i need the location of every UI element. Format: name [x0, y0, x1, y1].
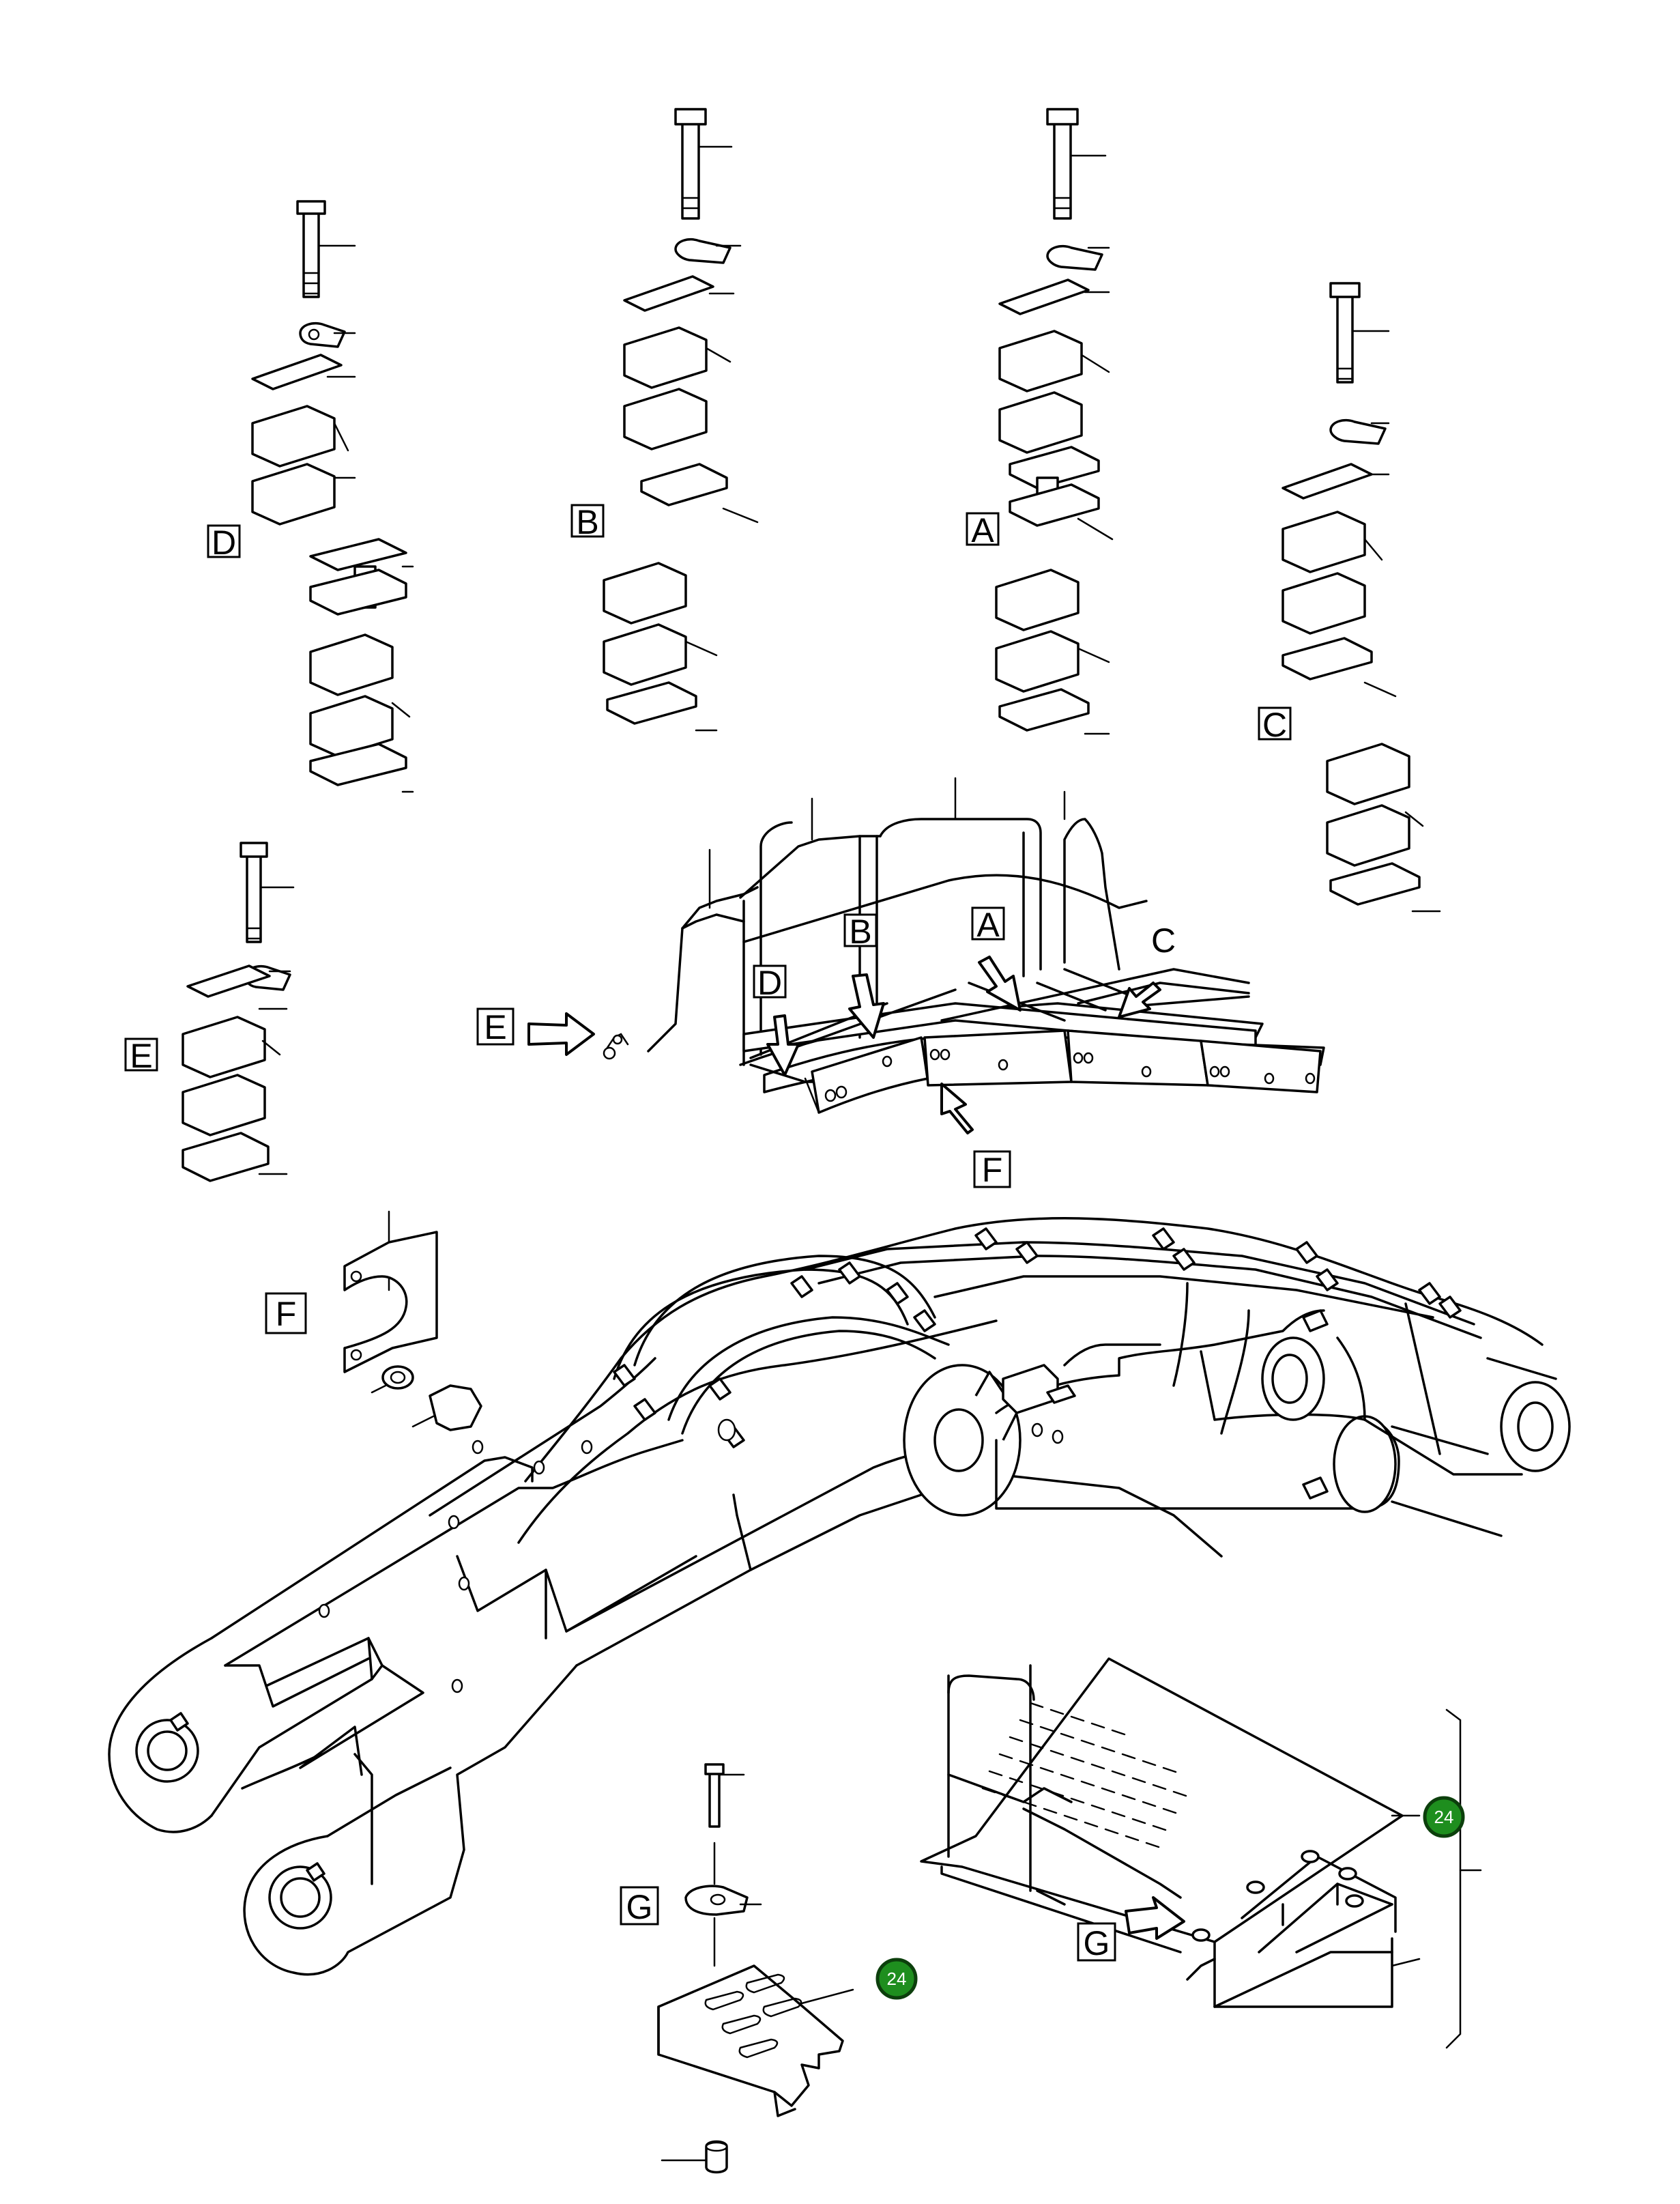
arrow-b-icon: [848, 973, 885, 1039]
reference-badge-left-label: 24: [887, 1969, 907, 1989]
callout-b-lower: B: [849, 913, 871, 951]
callout-c-lower: C: [1151, 921, 1176, 960]
reference-badge-left: [875, 1958, 918, 2000]
callout-e-lower: E: [484, 1008, 506, 1046]
walkway-platform: G 24: [920, 1657, 1482, 2049]
clamp-assembly-d: D: [207, 200, 414, 793]
arrow-c-icon: [1118, 982, 1161, 1018]
callout-g-right: G: [1084, 1924, 1110, 1962]
callout-d-upper: D: [212, 524, 236, 562]
callout-d-lower: D: [757, 964, 782, 1002]
callout-b-upper: B: [576, 503, 598, 541]
callout-a-lower: A: [976, 906, 1000, 944]
excavator-boom: [108, 1217, 1571, 1976]
arrow-d-icon: [766, 1014, 800, 1076]
arrow-f-icon: [940, 1083, 974, 1134]
reference-badge-right-label: 24: [1434, 1807, 1454, 1827]
clamp-assembly-b: B: [570, 108, 759, 732]
clamp-assembly-a: A: [966, 108, 1114, 735]
clamp-assembly-c: C: [1258, 282, 1441, 913]
handrail-platform-view: B A C D E F: [476, 777, 1325, 1189]
callout-c-upper: C: [1262, 706, 1287, 744]
arrow-e-icon: [527, 1012, 595, 1056]
callout-e-upper: E: [130, 1037, 152, 1075]
arrow-a-icon: [978, 956, 1022, 1012]
callout-a-upper: A: [971, 511, 994, 549]
clamp-assembly-e: E: [124, 842, 295, 1182]
grating-clip-g-detail: G 24: [620, 1763, 918, 2174]
callout-f-upper: F: [982, 1151, 1003, 1189]
callout-g-left: G: [626, 1888, 653, 1926]
plate-f-detail: F: [265, 1210, 482, 1431]
arrow-g-icon: [1125, 1896, 1185, 1940]
reference-badge-right: [1423, 1796, 1465, 1838]
callout-f-lower: F: [276, 1295, 297, 1333]
